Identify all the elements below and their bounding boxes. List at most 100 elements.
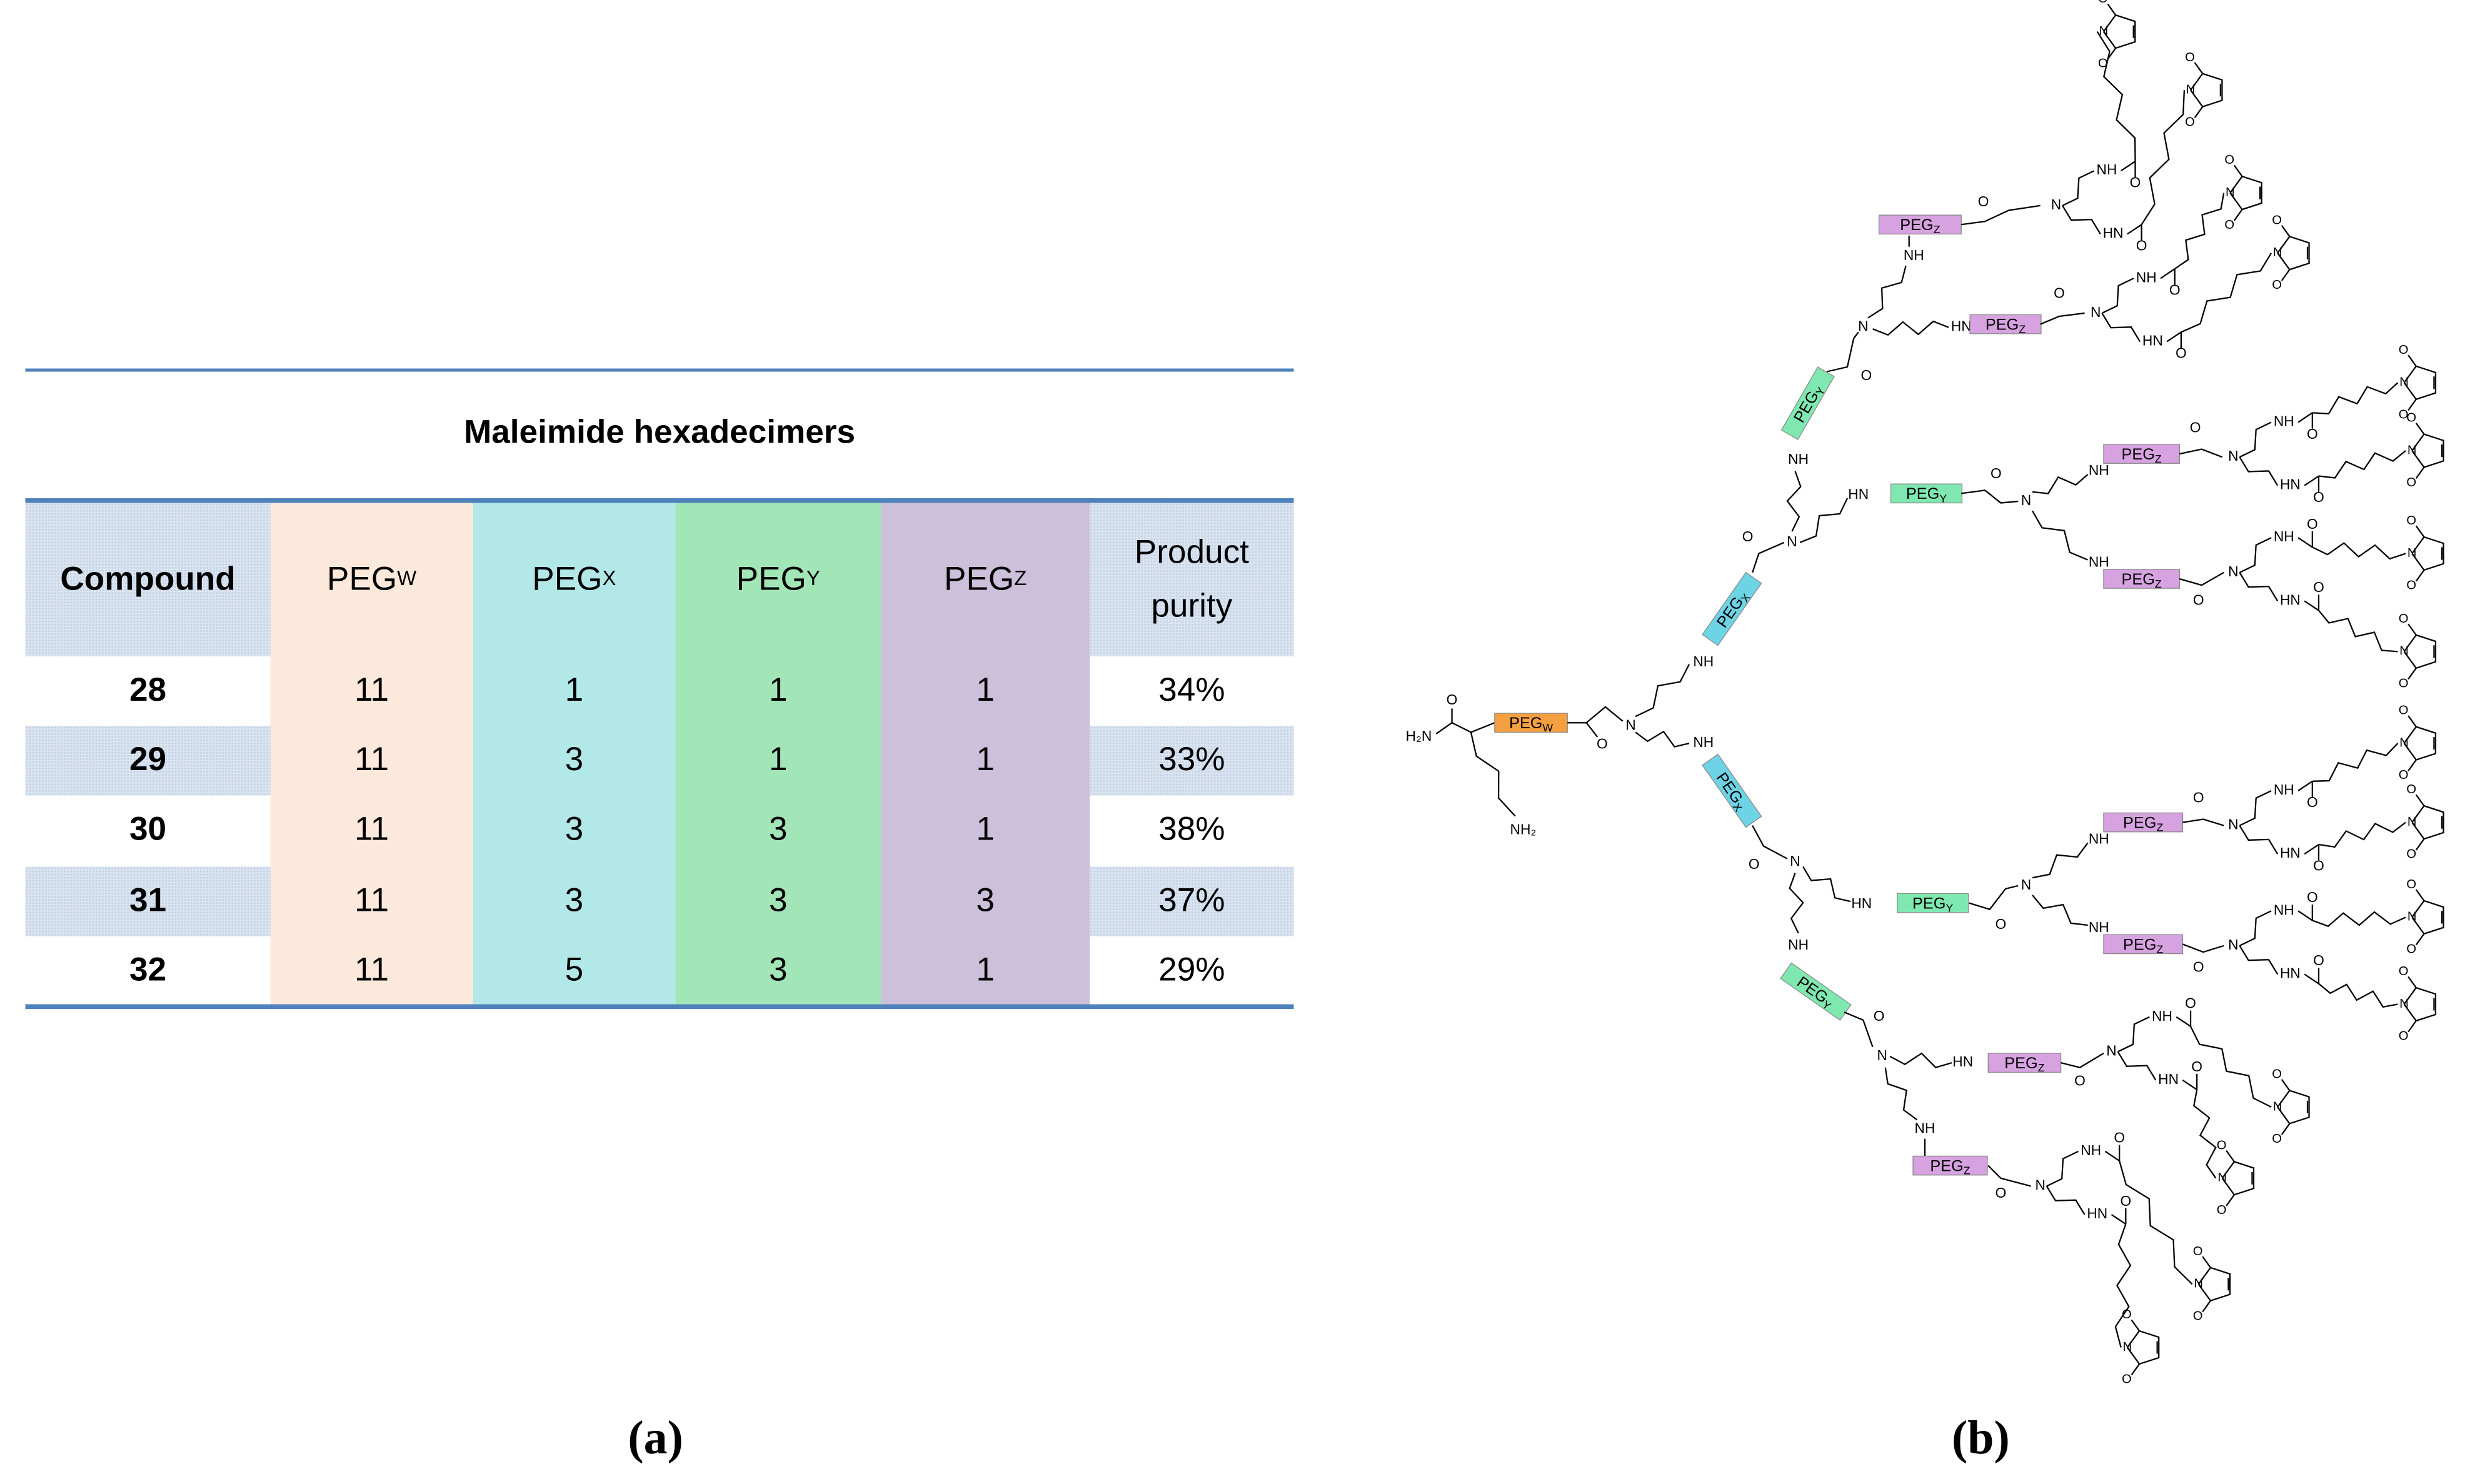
bond (2179, 571, 2224, 586)
chain-bond (2318, 609, 2398, 653)
chain-bond (2239, 421, 2272, 458)
header-compound: Compound (25, 503, 271, 656)
maleimide-n: N (2407, 910, 2417, 924)
peg-block-shape (1897, 893, 1969, 913)
cell-peg-y: 3 (768, 883, 788, 920)
atom-hn: HN (1848, 486, 1869, 502)
carbonyl-bond (2202, 1256, 2211, 1268)
maleimide-o: O (2399, 1030, 2409, 1043)
carbonyl-bond (2415, 466, 2425, 479)
carbonyl-bond (2415, 889, 2425, 901)
maleimide-o: O (2217, 1203, 2227, 1217)
maleimide-o: O (2399, 676, 2409, 690)
chain-bond (2318, 821, 2406, 848)
tertiary-amine: N (2228, 563, 2238, 579)
cell-peg-z: 1 (976, 672, 995, 709)
atom-hn: HN (1952, 1053, 1973, 1070)
bond (1435, 721, 1472, 734)
atom-o: O (2190, 419, 2201, 436)
maleimide-n: N (2399, 644, 2409, 658)
chain-bond (1470, 732, 1516, 817)
header-text: PEG (532, 561, 603, 598)
atom-o: O (2114, 1130, 2125, 1146)
bond (2166, 331, 2182, 343)
column-peg-x-bg (473, 503, 676, 1006)
atom-o: O (2185, 995, 2196, 1011)
table-title: Maleimide hexadecimers (463, 414, 856, 451)
maleimide-o: O (2272, 1132, 2282, 1146)
bond (2182, 1080, 2197, 1091)
atom-nh: NH (2089, 462, 2109, 478)
atom-n: N (1787, 533, 1797, 549)
bond (2304, 600, 2319, 611)
atom-o: O (2136, 238, 2147, 254)
maleimide-ring (2403, 986, 2437, 1022)
maleimide-o: O (2406, 848, 2416, 861)
maleimide-n: N (2217, 1171, 2227, 1185)
bond (2104, 1150, 2120, 1161)
maleimide-o: O (2193, 1245, 2203, 1258)
maleimide-o: O (2224, 218, 2234, 232)
cell-peg-w: 11 (354, 883, 389, 920)
chain-bond (1802, 866, 1851, 903)
maleimide-n: N (2123, 1340, 2132, 1354)
bond (1969, 885, 2019, 911)
atom-o: O (2169, 282, 2181, 298)
cell-peg-y: 3 (768, 811, 788, 848)
atom-n: N (1790, 853, 1800, 869)
carbonyl-bond (2107, 48, 2117, 60)
atom-nh: NH (1904, 247, 1924, 263)
peg-z-block: PEGZ (2103, 569, 2180, 590)
cell-compound: 30 (129, 811, 167, 848)
maleimide-n: N (2273, 246, 2282, 259)
maleimide-ring (2411, 900, 2444, 935)
carbonyl-bond (2407, 976, 2417, 988)
atom-o: O (2130, 174, 2141, 190)
chain-bond (2239, 825, 2279, 855)
header-subscript: Z (1014, 566, 1027, 590)
atom-o: O (2313, 489, 2324, 505)
chain-bond (2119, 1160, 2193, 1285)
maleimide-o: O (2406, 783, 2416, 796)
atom-o: O (1978, 193, 1989, 209)
cell-peg-x: 3 (565, 883, 584, 920)
tertiary-amine: N (2228, 816, 2238, 833)
atom-hn: HN (2087, 1205, 2107, 1221)
maleimide-ring (2221, 1161, 2255, 1196)
bond (1752, 825, 1788, 860)
bond (2297, 780, 2313, 791)
carbonyl-bond (2131, 1363, 2141, 1376)
table-header-rule (25, 498, 1294, 503)
maleimide-o: O (2406, 476, 2416, 489)
maleimide-ring (2277, 1090, 2310, 1125)
maleimide-ring (2126, 1330, 2160, 1365)
carbonyl-bond (2407, 399, 2417, 411)
atom-n: N (2021, 492, 2031, 508)
bond (1844, 1011, 1874, 1048)
bond (2304, 973, 2319, 985)
chain-bond (2101, 313, 2141, 343)
chain-bond (2239, 456, 2279, 486)
carbonyl-bond (2407, 1020, 2417, 1033)
header-text: PEG (326, 561, 398, 598)
maleimide-n: N (2407, 815, 2417, 829)
atom-o: O (2074, 1073, 2086, 1089)
carbonyl-bond (2202, 1300, 2211, 1313)
carbonyl-bond (2407, 668, 2417, 680)
atom-hn: HN (2280, 965, 2301, 981)
peg-label: PEGZ (2121, 446, 2161, 465)
chain-bond (1799, 498, 1849, 543)
carbonyl-bond (2415, 838, 2425, 851)
chain-bond (2318, 450, 2406, 479)
carbonyl-bond (2107, 3, 2117, 16)
peg-x-block: PEGX (1702, 571, 1762, 646)
bond (1987, 1165, 2031, 1187)
chain-bond (2141, 90, 2186, 225)
peg-x-block: PEGX (1702, 753, 1762, 828)
chain-bond (2239, 572, 2279, 601)
atom-hn: HN (1851, 895, 1872, 911)
maleimide-ring (2190, 73, 2223, 108)
